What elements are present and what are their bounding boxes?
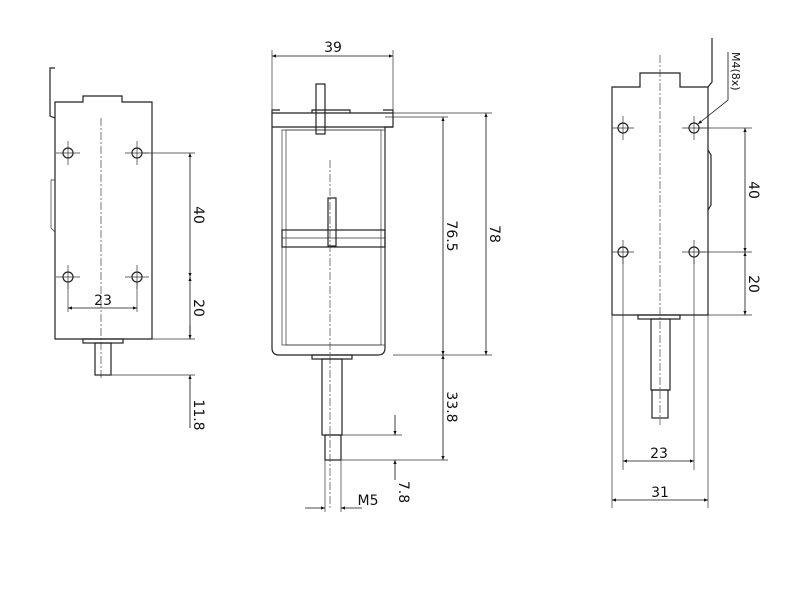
dim-23-right: 23 [650,446,668,462]
armature-plate [281,229,386,248]
dim-76-5: 76.5 [443,220,459,251]
center-terminal [327,197,337,247]
right-body-outline [611,72,709,316]
right-side-view: 40 20 23 31 M4(8x) [611,38,761,508]
front-frame-outline [271,112,394,356]
dim-78: 78 [486,225,502,243]
dim-7-8: 7.8 [395,481,411,503]
thread-end-right [651,389,669,419]
dim-33-8: 33.8 [443,391,459,422]
front-view: 39 76.5 78 33.8 7.8 M5 [271,40,502,512]
hole-callout-leader [697,52,729,125]
plunger-right [650,318,671,391]
dim-31: 31 [651,485,669,501]
left-side-view: 40 20 23 11.8 [49,67,206,431]
dim-23: 23 [94,293,112,309]
dim-39: 39 [324,40,342,56]
dim-20: 20 [190,299,206,317]
mounting-holes-right [612,116,706,264]
dim-40-right: 40 [745,181,761,199]
top-terminal [315,83,326,135]
shaft [321,358,343,436]
mounting-holes [56,141,149,289]
dim-40: 40 [190,206,206,224]
dim-11-8: 11.8 [190,399,206,430]
hole-callout-m4: M4(8x) [729,52,742,91]
thread-end [324,434,342,461]
dim-20-right: 20 [745,275,761,293]
plunger [94,342,112,376]
dim-m5: M5 [358,493,379,509]
left-bracket-flange [49,67,56,119]
